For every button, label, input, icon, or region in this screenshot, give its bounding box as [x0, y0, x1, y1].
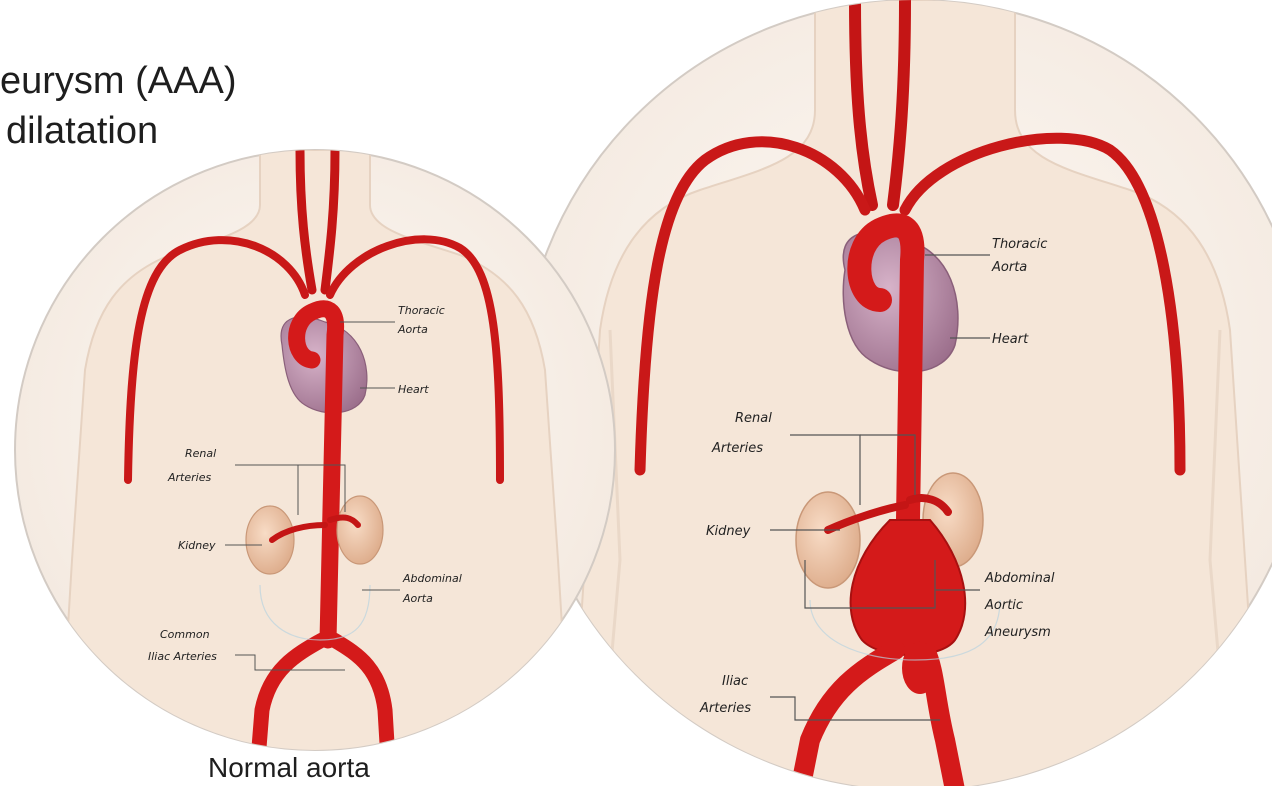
normal-label-kidney: Kidney	[178, 539, 216, 552]
label-text: Arteries	[711, 441, 763, 456]
title-line-2: dilatation	[6, 110, 158, 153]
label-text: Aortic	[984, 598, 1023, 613]
label-text: Thoracic	[398, 304, 445, 317]
label-text: Renal	[735, 411, 772, 426]
label-text: Aneurysm	[984, 625, 1051, 640]
label-text: Aorta	[397, 323, 428, 336]
label-text: Thoracic	[992, 237, 1047, 252]
normal-aorta-caption: Normal aorta	[208, 752, 370, 784]
label-text: Arteries	[699, 701, 751, 716]
label-text: Iliac	[722, 674, 748, 689]
label-text: Aorta	[402, 592, 433, 605]
normal-panel: Thoracic Aorta Heart Renal Arteries Kidn…	[15, 150, 615, 760]
normal-label-heart: Heart	[398, 383, 429, 396]
label-text: Common	[160, 628, 210, 641]
aneurysm-label-heart: Heart	[992, 332, 1029, 347]
label-text: Abdominal	[984, 571, 1055, 586]
aneurysm-panel: Thoracic Aorta Heart Renal Arteries Kidn…	[520, 0, 1272, 786]
title-line-1: eurysm (AAA)	[0, 60, 236, 103]
label-text: Arteries	[167, 471, 211, 484]
label-text: Aorta	[991, 260, 1027, 275]
label-text: Renal	[185, 447, 216, 460]
label-text: Abdominal	[402, 572, 462, 585]
label-text: Iliac Arteries	[148, 650, 217, 663]
aneurysm-iliac-bulge	[902, 642, 938, 694]
normal-kidney-right	[337, 496, 383, 564]
aneurysm-label-kidney: Kidney	[706, 524, 751, 539]
